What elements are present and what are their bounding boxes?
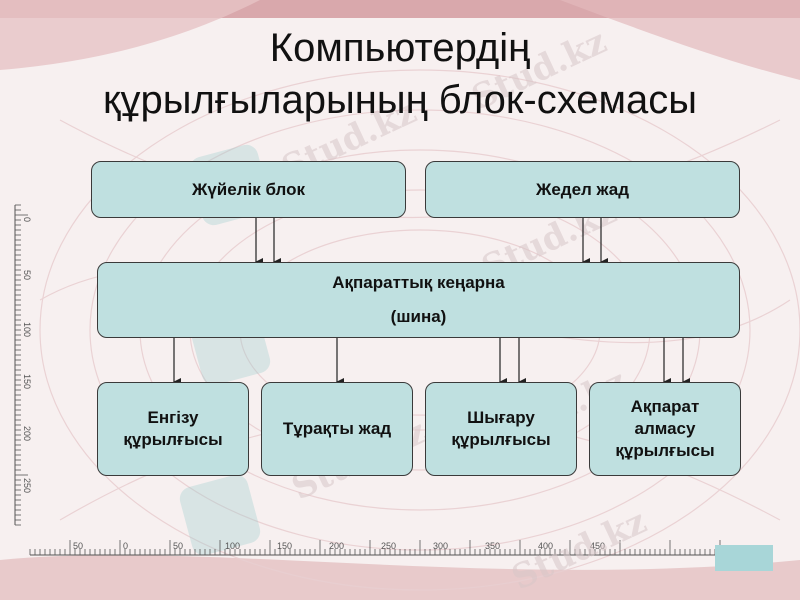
system-block-label: Жүйелік блок <box>191 179 306 199</box>
exchange-device-label-line-2: алмасу <box>634 419 696 438</box>
ram-box: Жедел жад <box>425 161 740 218</box>
ruler-label: 400 <box>538 541 553 551</box>
output-device-label-line-1: Шығару <box>467 408 535 427</box>
ruler-label: 50 <box>73 541 83 551</box>
ruler-label: 250 <box>381 541 396 551</box>
input-device-box: Енгізу құрылғысы <box>97 382 249 476</box>
ruler-label: 0 <box>22 217 32 222</box>
output-device-box: Шығару құрылғысы <box>425 382 577 476</box>
bus-label-line-2: (шина) <box>390 307 447 326</box>
rom-label: Тұрақты жад <box>282 419 392 438</box>
ruler-label: 0 <box>123 541 128 551</box>
input-device-label-line-2: құрылғысы <box>123 430 223 449</box>
ruler-label: 450 <box>590 541 605 551</box>
input-device-label-line-1: Енгізу <box>147 408 199 427</box>
ruler-label: 150 <box>277 541 292 551</box>
title-line-1: Компьютердің <box>269 26 531 70</box>
ruler-label: 50 <box>173 541 183 551</box>
system-block-box: Жүйелік блок <box>91 161 406 218</box>
exchange-device-label-line-3: құрылғысы <box>615 441 715 460</box>
bus-box: Ақпараттық кеңарна (шина) <box>97 262 740 338</box>
ruler-label: 200 <box>329 541 344 551</box>
bus-label-line-1: Ақпараттық кеңарна <box>332 273 505 292</box>
accent-rectangle <box>715 545 773 571</box>
rom-box: Тұрақты жад <box>261 382 413 476</box>
exchange-device-label-line-1: Ақпарат <box>630 397 700 416</box>
page-title: Компьютердің құрылғыларының блок-схемасы <box>0 22 800 126</box>
title-line-2: құрылғыларының блок-схемасы <box>102 78 698 122</box>
ruler-label: 50 <box>22 270 32 280</box>
ruler-label: 300 <box>433 541 448 551</box>
ruler-label: 200 <box>22 426 32 441</box>
ram-label: Жедел жад <box>535 179 630 199</box>
output-device-label-line-2: құрылғысы <box>451 430 551 449</box>
ruler-label: 250 <box>22 478 32 493</box>
ruler-label: 100 <box>22 322 32 337</box>
ruler-label: 100 <box>225 541 240 551</box>
ruler-label: 350 <box>485 541 500 551</box>
exchange-device-box: Ақпарат алмасу құрылғысы <box>589 382 741 476</box>
ruler-label: 150 <box>22 374 32 389</box>
